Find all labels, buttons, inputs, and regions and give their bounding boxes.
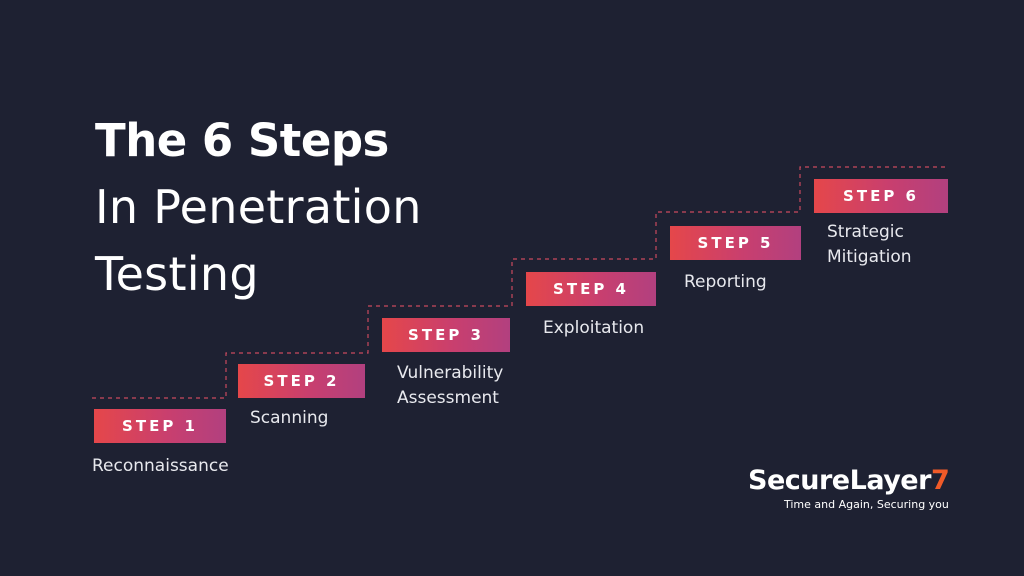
step-3-badge: STEP 3	[382, 318, 510, 352]
logo-tagline: Time and Again, Securing you	[784, 498, 949, 511]
title-subline-1: In Penetration	[95, 180, 422, 234]
step-6-label: Strategic Mitigation	[827, 222, 912, 267]
title-subline-2: Testing	[95, 247, 259, 301]
step-4-badge: STEP 4	[526, 272, 656, 306]
step-2-label: Scanning	[250, 408, 329, 428]
step-5-label: Reporting	[684, 272, 767, 292]
title-heading: The 6 Steps	[95, 114, 389, 167]
logo-name-text: SecureLayer	[748, 465, 931, 496]
logo-name-accent: 7	[930, 465, 950, 496]
step-6-badge: STEP 6	[814, 179, 948, 213]
securelayer7-logo: SecureLayer7 Time and Again, Securing yo…	[748, 465, 978, 511]
step-1-badge: STEP 1	[94, 409, 226, 443]
step-5-badge: STEP 5	[670, 226, 801, 260]
logo-wordmark: SecureLayer7	[748, 465, 978, 496]
step-3-label: Vulnerability Assessment	[397, 363, 504, 408]
step-4-label: Exploitation	[543, 318, 645, 338]
step-1-label: Reconnaissance	[92, 456, 229, 476]
step-2-badge: STEP 2	[238, 364, 365, 398]
